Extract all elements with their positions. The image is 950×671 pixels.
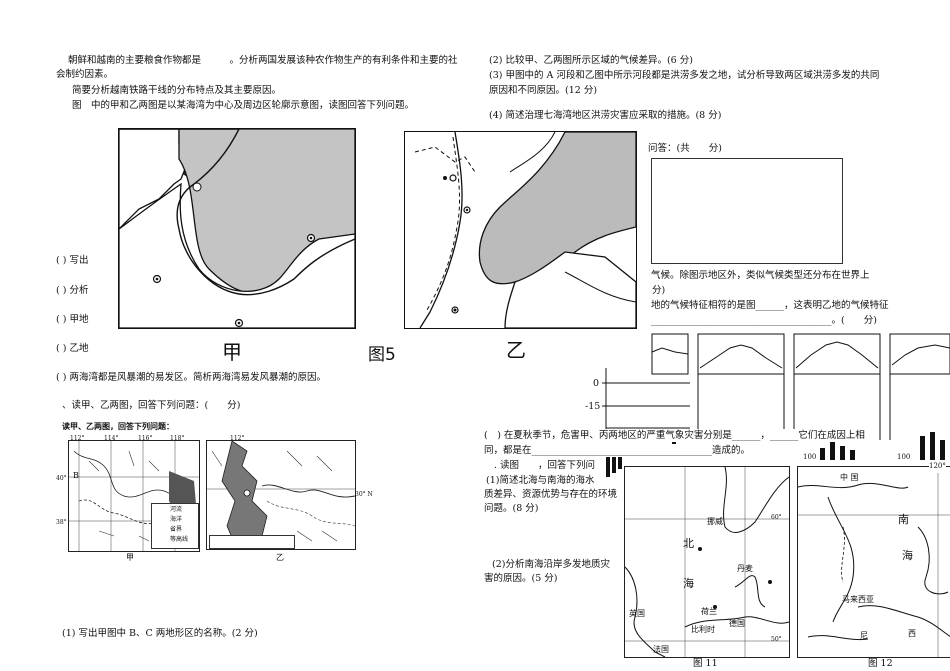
summer-disaster-1: ( ) 在夏秋季节，危害甲、丙两地区的严重气象灾害分别是______，_____… bbox=[484, 429, 865, 442]
small-map-yi-legend bbox=[209, 535, 295, 549]
small-map-lon-4: 118° bbox=[170, 435, 185, 442]
small-map-lon-2: 114° bbox=[104, 435, 119, 442]
read-prompt-2: . 读图 ，回答下列问 bbox=[494, 460, 596, 471]
fig11-label-noreast: 挪威 bbox=[707, 517, 723, 526]
map-yi bbox=[404, 131, 637, 329]
climate-text-4: ______________________________________。(… bbox=[651, 315, 877, 326]
fig12-map-south-sea: 中 国 南 海 马来西亚 尼 西 bbox=[797, 466, 950, 658]
sea-question-1c: 问题。(8 分) bbox=[484, 503, 539, 514]
map-yi-drawing bbox=[405, 132, 636, 328]
climate-text-2: 分) bbox=[652, 285, 666, 296]
fig11-label-belgium: 比利时 bbox=[691, 625, 715, 634]
fig12-label-china: 中 国 bbox=[840, 473, 859, 482]
chart-axis-zero: 0 bbox=[593, 378, 600, 389]
bar-label-1: 100 bbox=[803, 453, 817, 461]
question-text-railway: 简要分析越南铁路干线的分布特点及其主要原因。 bbox=[72, 85, 282, 96]
fig5-label-yi: 乙 bbox=[506, 338, 526, 362]
question-flood-a: (3) 甲图中的 A 河段和乙图中所示河段都是洪涝多发之地，试分析导致两区域洪涝… bbox=[489, 70, 880, 81]
climate-text-1: 气候。除图示地区外，类似气候类型还分布在世界上 bbox=[651, 270, 870, 281]
fig5-label-jia: 甲 bbox=[222, 340, 242, 364]
chart-axis-minus15: -15 bbox=[585, 401, 601, 412]
small-map-caption-jia: 甲 bbox=[126, 553, 134, 562]
fig11-label-bei: 北 bbox=[683, 537, 694, 550]
question-item-4: ( ) 乙地 bbox=[56, 343, 89, 354]
question-item-5: ( ) 两海湾都是风暴潮的易发区。简析两海湾易发风暴潮的原因。 bbox=[56, 372, 326, 383]
map-jia-drawing bbox=[119, 129, 355, 328]
question-read-prompt: 、读甲、乙两图，回答下列问题：( 分) bbox=[62, 400, 241, 411]
small-map-yi-lat: 30° N bbox=[355, 491, 373, 498]
fig11-map-drawing bbox=[625, 467, 789, 657]
answer-box bbox=[651, 158, 843, 264]
fig11-map-north-sea: 挪威 北 海 丹麦 英国 荷兰 比利时 德国 法国 60° 50° bbox=[624, 466, 790, 658]
small-maps-header: 读甲、乙两图，回答下列问题： bbox=[62, 421, 174, 431]
sea-question-1a: (1)简述北海与南海的海水 bbox=[486, 475, 595, 486]
fig12-label-ni: 尼 bbox=[860, 631, 868, 640]
fig11-label-uk: 英国 bbox=[629, 609, 645, 618]
question-climate-diff: (2) 比较甲、乙两图所示区域的气候差异。(6 分) bbox=[489, 55, 693, 66]
sea-question-2b: 害的原因。(5 分) bbox=[484, 573, 558, 584]
small-map-lat-1: 40° bbox=[56, 475, 67, 482]
fig12-lon-120: 120° bbox=[929, 460, 946, 473]
small-map-lat-2: 38° bbox=[56, 519, 67, 526]
bar-label-2: 100 bbox=[897, 453, 911, 461]
answer-header: 问答：(共 分) bbox=[648, 143, 722, 154]
fig12-caption: 图 12 bbox=[868, 658, 893, 669]
fig11-lat-60: 60° bbox=[771, 514, 782, 521]
small-map-jia: B C 河流 海洋 省界 等高线 bbox=[68, 440, 200, 552]
small-map-yi-lon: 112° bbox=[230, 435, 245, 442]
fig11-label-denmark: 丹麦 bbox=[737, 564, 753, 573]
question-flood-b: 原因和不同原因。(12 分) bbox=[489, 85, 598, 96]
fig12-label-xi: 西 bbox=[908, 629, 916, 638]
small-map-lon-1: 112° bbox=[70, 435, 85, 442]
small-map-caption-yi: 乙 bbox=[276, 553, 284, 562]
climate-text-3: 地的气候特征相符的是图______，这表明乙地的气候特征 bbox=[651, 300, 889, 311]
fig11-label-hai: 海 bbox=[683, 577, 694, 590]
fig11-label-france: 法国 bbox=[653, 645, 669, 654]
legend-border: 省界 bbox=[170, 526, 183, 533]
fig12-map-drawing bbox=[798, 467, 950, 657]
fig12-label-nan: 南 bbox=[898, 513, 909, 526]
question-item-3: ( ) 甲地 bbox=[56, 314, 89, 325]
fig11-label-netherlands: 荷兰 bbox=[701, 607, 717, 616]
question-text-rice-cont: 会制约因素。 bbox=[56, 69, 114, 80]
small-map-label-b: B bbox=[73, 471, 79, 480]
small-map-yi-drawing bbox=[207, 441, 355, 549]
question-flood-measures: (4) 简述治理七海湾地区洪涝灾害应采取的措施。(8 分) bbox=[489, 110, 722, 121]
question-text-fig5: 图 中的甲和乙两图是以某海湾为中心及周边区轮廓示意图，读图回答下列问题。 bbox=[72, 100, 415, 111]
question-item-1: ( ) 写出 bbox=[56, 255, 89, 266]
question-item-2: ( ) 分析 bbox=[56, 285, 89, 296]
sea-question-2a: (2)分析南海沿岸多发地质灾 bbox=[492, 559, 610, 570]
fig12-label-malaysia: 马来西亚 bbox=[842, 595, 874, 604]
question-landform: (1) 写出甲图中 B、C 两地形区的名称。(2 分) bbox=[62, 628, 258, 639]
fig11-lat-50: 50° bbox=[771, 636, 782, 643]
small-map-jia-legend: 河流 海洋 省界 等高线 bbox=[151, 503, 199, 549]
fig5-title: 图5 bbox=[368, 345, 396, 365]
fig11-label-germany: 德国 bbox=[729, 619, 745, 628]
map-jia bbox=[118, 128, 356, 329]
fig11-caption: 图 11 bbox=[693, 658, 718, 669]
small-map-lon-3: 116° bbox=[138, 435, 153, 442]
summer-disaster-2: 同，都是在___________________________________… bbox=[484, 444, 751, 457]
small-map-yi bbox=[206, 440, 356, 550]
question-text-rice: 朝鲜和越南的主要粮食作物都是 。分析两国发展该种农作物生产的有利条件和主要的社 bbox=[68, 55, 458, 66]
legend-sea: 海洋 bbox=[170, 516, 183, 523]
fig12-label-hai: 海 bbox=[902, 549, 913, 562]
legend-river: 河流 bbox=[170, 506, 183, 513]
legend-contour: 等高线 bbox=[170, 536, 189, 543]
sea-question-1b: 质差异、资源优势与存在的环境 bbox=[484, 489, 618, 500]
